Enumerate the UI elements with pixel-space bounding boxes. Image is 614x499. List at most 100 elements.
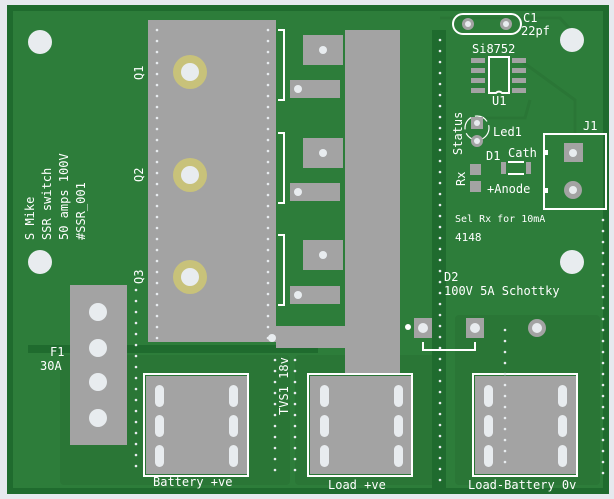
terminal-battery[interactable]: [143, 373, 249, 477]
stitching-via: [503, 339, 507, 343]
stitching-via: [438, 269, 442, 273]
stitching-via: [155, 303, 159, 307]
stitching-via: [438, 423, 442, 427]
terminal-ground[interactable]: [472, 373, 578, 477]
stitching-via: [601, 328, 605, 332]
stitching-via: [438, 137, 442, 141]
stitching-via: [273, 435, 277, 439]
label-d1: D1: [486, 149, 500, 163]
mosfet-pins: [278, 29, 343, 306]
stitching-via: [273, 468, 277, 472]
stitching-via: [155, 248, 159, 252]
stitching-via: [293, 358, 297, 362]
stitching-via: [155, 83, 159, 87]
stitching-via: [438, 203, 442, 207]
connector-j1[interactable]: [543, 133, 607, 210]
stitching-via: [438, 390, 442, 394]
stitching-via: [601, 229, 605, 233]
label-battery: Battery +ve: [153, 475, 232, 489]
mounting-hole: [560, 28, 584, 52]
stitching-via: [155, 127, 159, 131]
stitching-via: [438, 192, 442, 196]
stitching-via: [438, 302, 442, 306]
stitching-via: [155, 193, 159, 197]
stitching-via: [134, 365, 138, 369]
stitching-via: [273, 369, 277, 373]
label-q1: Q1: [132, 66, 146, 80]
stitching-via: [438, 324, 442, 328]
label-status: Status: [451, 112, 465, 155]
stitching-via: [155, 292, 159, 296]
stitching-via: [273, 413, 277, 417]
stitching-via: [266, 138, 270, 142]
stitching-via: [155, 270, 159, 274]
stitching-via: [155, 50, 159, 54]
stitching-via: [266, 248, 270, 252]
stitching-via: [266, 116, 270, 120]
stitching-via: [266, 259, 270, 263]
stitching-via: [438, 401, 442, 405]
stitching-via: [155, 149, 159, 153]
stitching-via: [266, 237, 270, 241]
stitching-via: [503, 438, 507, 442]
stitching-via: [155, 116, 159, 120]
stitching-via: [503, 350, 507, 354]
stitching-via: [438, 93, 442, 97]
stitching-via: [266, 61, 270, 65]
label-d2-value: 100V 5A Schottky: [444, 284, 560, 298]
stitching-via: [155, 259, 159, 263]
stitching-via: [134, 453, 138, 457]
label-f1-value: 30A: [40, 359, 62, 373]
mounting-hole: [28, 30, 52, 54]
stitching-via: [266, 193, 270, 197]
stitching-via: [503, 427, 507, 431]
stitching-via: [438, 104, 442, 108]
stitching-via: [273, 424, 277, 428]
stitching-via: [601, 240, 605, 244]
stitching-via: [155, 215, 159, 219]
stitching-via: [266, 28, 270, 32]
stitching-via: [155, 226, 159, 230]
stitching-via: [134, 343, 138, 347]
stitching-via: [601, 218, 605, 222]
stitching-via: [438, 379, 442, 383]
stitching-via: [601, 262, 605, 266]
stitching-via: [438, 280, 442, 284]
stitching-via: [438, 313, 442, 317]
stitching-via: [155, 94, 159, 98]
stitching-via: [503, 449, 507, 453]
stitching-via: [155, 160, 159, 164]
label-led1: Led1: [493, 125, 522, 139]
label-anode: +Anode: [487, 182, 530, 196]
stitching-via: [601, 295, 605, 299]
stitching-via: [266, 204, 270, 208]
stitching-via: [155, 28, 159, 32]
stitching-via: [601, 416, 605, 420]
stitching-via: [438, 478, 442, 482]
stitching-via: [266, 160, 270, 164]
stitching-via: [503, 361, 507, 365]
stitching-via: [293, 402, 297, 406]
stitching-via: [155, 204, 159, 208]
stitching-via: [273, 457, 277, 461]
stitching-via: [438, 49, 442, 53]
stitching-via: [266, 292, 270, 296]
stitching-via: [438, 467, 442, 471]
stitching-via: [266, 94, 270, 98]
stitching-via: [155, 138, 159, 142]
load-trace: [345, 30, 400, 375]
stitching-via: [503, 460, 507, 464]
stitching-via: [266, 83, 270, 87]
stitching-via: [266, 182, 270, 186]
stitching-via: [293, 424, 297, 428]
stitching-via: [438, 236, 442, 240]
stitching-via: [155, 72, 159, 76]
stitching-via: [438, 445, 442, 449]
stitching-via: [266, 336, 270, 340]
stitching-via: [266, 215, 270, 219]
stitching-via: [601, 350, 605, 354]
stitching-via: [601, 460, 605, 464]
stitching-via: [438, 214, 442, 218]
terminal-load[interactable]: [307, 373, 413, 477]
